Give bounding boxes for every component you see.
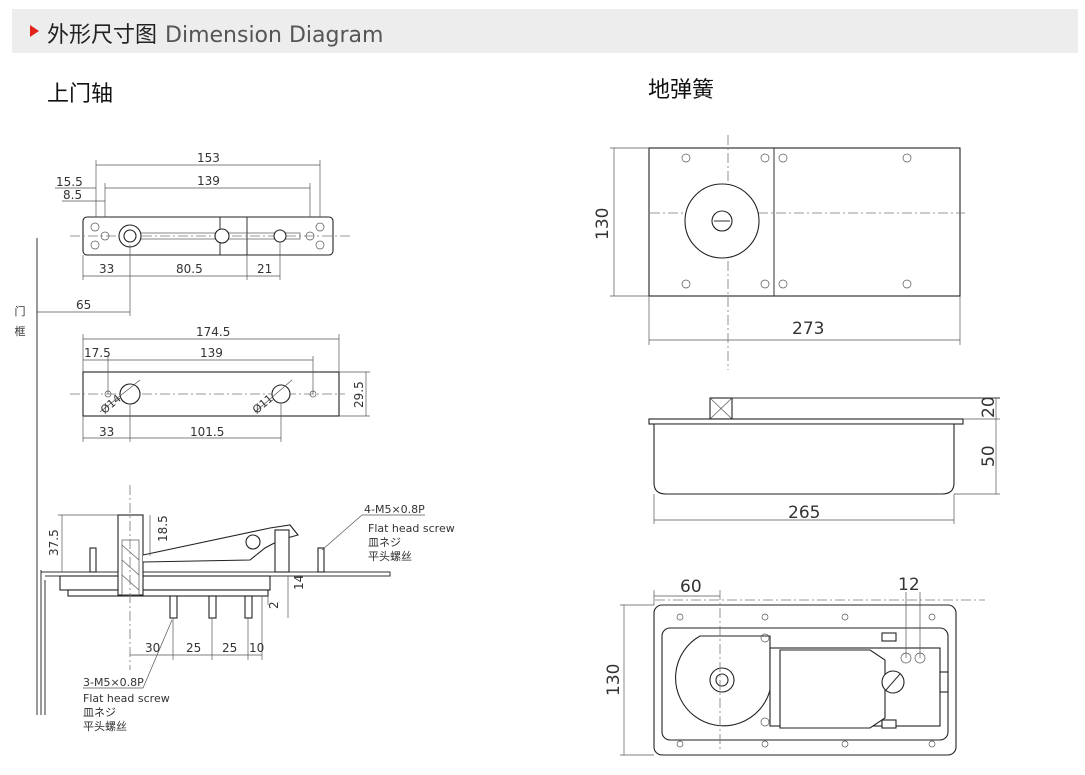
floor-spring-top-dimensions: 130 273 — [593, 147, 961, 345]
dim-130-top: 130 — [593, 208, 613, 240]
dim-2: 2 — [267, 601, 281, 609]
dim-18-5: 18.5 — [156, 515, 170, 542]
floor-spring-side-dimensions: 20 50 265 — [653, 396, 1000, 524]
dim-8-5: 8.5 — [63, 188, 82, 202]
dim-50: 50 — [979, 445, 999, 467]
top-pivot-plate — [70, 216, 350, 256]
dim-20: 20 — [979, 396, 999, 418]
top-pivot-title: 上门轴 — [47, 82, 114, 107]
floor-spring-side-view — [648, 397, 1000, 495]
dim-174-5: 174.5 — [196, 325, 230, 339]
dim-21: 21 — [257, 262, 272, 276]
screw-top-jp: 皿ネジ — [368, 536, 401, 549]
header-title-en: Dimension Diagram — [165, 23, 384, 48]
dim-273: 273 — [792, 319, 824, 339]
dim-30: 30 — [145, 641, 160, 655]
screw-top-en: Flat head screw — [368, 522, 455, 535]
floor-spring-bottom-dimensions: 60 12 130 — [604, 575, 921, 756]
strap-plate: Ø14 Ø11 — [70, 371, 345, 417]
dim-153: 153 — [197, 151, 220, 165]
screw-top-cn: 平头螺丝 — [368, 550, 412, 563]
side-view-assembly — [40, 485, 391, 715]
dim-65: 65 — [76, 298, 91, 312]
dim-14: 14 — [292, 575, 306, 590]
dim-12: 12 — [898, 575, 920, 595]
floor-spring-top-view — [648, 135, 965, 370]
strap-plate-dimensions: 174.5 17.5 139 29.5 33 101.5 — [82, 325, 370, 442]
dim-60: 60 — [680, 577, 702, 597]
dim-33-strap: 33 — [99, 425, 114, 439]
screw-bottom-en: Flat head screw — [83, 692, 170, 705]
dim-37-5: 37.5 — [47, 529, 61, 556]
dim-15-5: 15.5 — [56, 175, 83, 189]
header-title-cn: 外形尺寸图 — [47, 23, 158, 48]
screw-bottom-jp: 皿ネジ — [83, 706, 116, 719]
dim-33-top: 33 — [99, 262, 114, 276]
dim-139-strap: 139 — [200, 346, 223, 360]
dim-80-5: 80.5 — [176, 262, 203, 276]
dim-10: 10 — [249, 641, 264, 655]
floor-spring-title: 地弹簧 — [648, 78, 715, 103]
section-header: 外形尺寸图 Dimension Diagram — [12, 9, 1078, 53]
dim-265: 265 — [788, 503, 820, 523]
play-arrow-icon — [30, 25, 39, 37]
screw-bottom-spec: 3-M5×0.8P — [83, 676, 144, 689]
top-pivot-dimensions: 153 139 15.5 8.5 33 80.5 21 65 — [37, 151, 321, 316]
side-view-dimensions: 37.5 18.5 14 2 30 25 25 10 4-M5×0.8P Fla… — [47, 503, 455, 733]
dim-29-5: 29.5 — [352, 381, 366, 408]
dim-17-5: 17.5 — [84, 346, 111, 360]
screw-top-spec: 4-M5×0.8P — [364, 503, 425, 516]
header-title: 外形尺寸图 Dimension Diagram — [47, 17, 383, 49]
screw-bottom-cn: 平头螺丝 — [83, 720, 127, 733]
dim-130-bottom: 130 — [604, 664, 624, 696]
dim-25-b: 25 — [222, 641, 237, 655]
door-frame-label: 门框 — [14, 305, 26, 338]
dim-25-a: 25 — [186, 641, 201, 655]
floor-spring-bottom-view — [653, 590, 985, 756]
dim-139-top: 139 — [197, 174, 220, 188]
dim-101-5: 101.5 — [190, 425, 224, 439]
